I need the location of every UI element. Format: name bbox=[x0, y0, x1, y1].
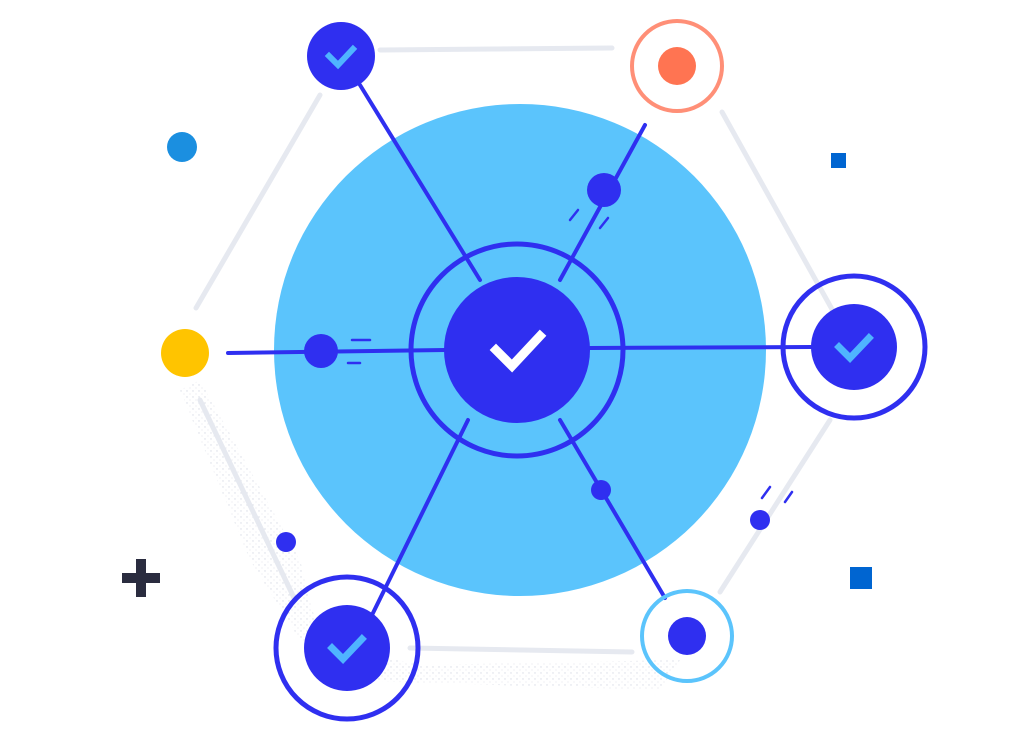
node-left-yellow bbox=[161, 329, 209, 377]
center-node-ring bbox=[408, 241, 626, 459]
check-icon bbox=[327, 634, 367, 665]
node-right bbox=[811, 304, 897, 390]
spoke-dot bbox=[276, 532, 296, 552]
check-icon bbox=[324, 44, 358, 70]
spoke-dot bbox=[587, 173, 621, 207]
spoke-dot bbox=[304, 334, 338, 368]
node-bottom-left-ring bbox=[273, 574, 421, 722]
network-spokes bbox=[226, 83, 814, 617]
spoke-dot bbox=[750, 510, 770, 530]
node-right-ring bbox=[780, 273, 928, 421]
decor-square-small bbox=[831, 153, 846, 168]
decor-blue-dot bbox=[167, 132, 197, 162]
node-bottom-right-ring bbox=[640, 589, 734, 683]
node-top-left bbox=[307, 22, 375, 90]
decor-square bbox=[850, 567, 872, 589]
spoke-dot bbox=[591, 480, 611, 500]
node-top-right-ring bbox=[630, 19, 724, 113]
plus-icon bbox=[122, 559, 160, 597]
stipple-shadow bbox=[180, 380, 680, 690]
check-icon bbox=[489, 329, 547, 373]
center-node bbox=[444, 277, 590, 423]
node-bottom-left bbox=[304, 605, 390, 691]
check-icon bbox=[834, 333, 874, 364]
node-top-right bbox=[658, 47, 696, 85]
node-bottom-right bbox=[668, 617, 706, 655]
motion-dashes bbox=[346, 208, 794, 504]
